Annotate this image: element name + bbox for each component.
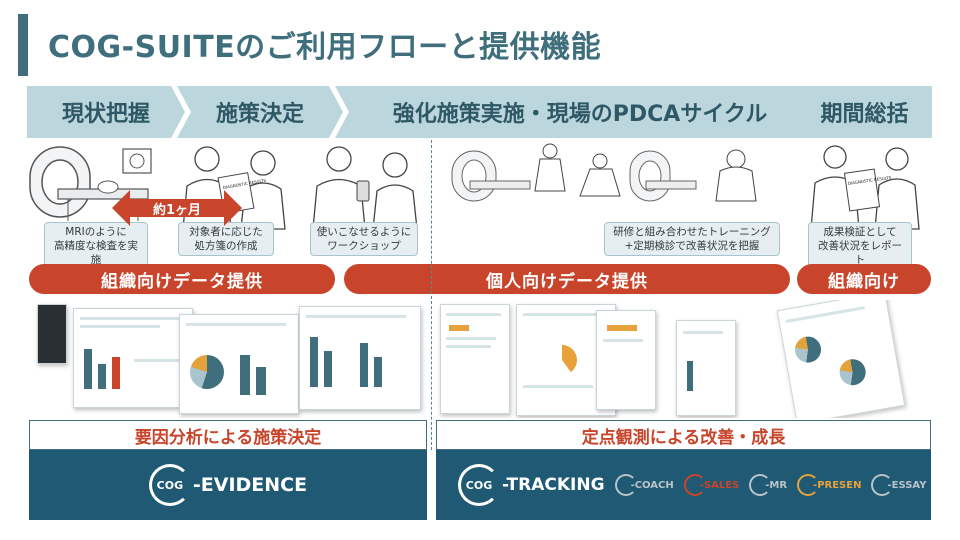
training-illustration xyxy=(440,141,780,231)
report-page-thumb xyxy=(776,300,906,418)
pill-personal-data: 個人向けデータ提供 xyxy=(344,264,790,294)
cog-coach-logo: -COACH xyxy=(614,474,674,496)
evidence-logo-text: -EVIDENCE xyxy=(192,474,308,496)
report-cover-thumb xyxy=(37,304,67,364)
section-divider xyxy=(431,140,432,450)
evidence-brand-band: COG -EVIDENCE xyxy=(29,450,427,520)
tracking-report-thumbnails xyxy=(436,300,931,418)
cog-coach-icon xyxy=(614,474,637,496)
tracking-brand-band: COG -TRACKING -COACH -SALES -MR -PRESEN … xyxy=(436,450,931,520)
report-illustration: DIAGNOSTIC RESULTS xyxy=(805,141,930,231)
workshop-illustration xyxy=(305,141,425,231)
duration-arrow: 約1ヶ月 xyxy=(112,190,242,226)
caption-workshop: 使いこなせるように ワークショップ xyxy=(310,222,418,256)
phase-flow: 現状把握 施策決定 強化施策実施・現場のPDCAサイクル 期間総括 xyxy=(27,86,932,138)
cog-presen-logo: -PRESEN xyxy=(797,474,861,496)
cog-mr-logo: -MR xyxy=(749,474,787,496)
page-title: COG-SUITEのご利用フローと提供機能 xyxy=(48,30,602,65)
report-page-thumb xyxy=(73,308,193,408)
cog-presen-icon xyxy=(797,474,820,496)
phase-summary: 期間総括 xyxy=(797,86,932,138)
cog-logo-icon: COG xyxy=(148,464,191,506)
duration-label: 約1ヶ月 xyxy=(152,202,202,218)
phase-policy-decision: 施策決定 xyxy=(177,86,343,138)
caption-target: 対象者に応じた 処方箋の作成 xyxy=(178,222,274,256)
report-page-thumb xyxy=(440,304,510,414)
cog-mr-icon xyxy=(749,474,772,496)
pill-org: 組織向け xyxy=(797,264,931,294)
mri-illustration xyxy=(28,141,158,231)
report-page-thumb xyxy=(596,310,656,410)
phase-current-state: 現状把握 xyxy=(27,86,185,138)
tracking-logo-text: -TRACKING xyxy=(502,475,605,495)
evidence-heading: 要因分析による施策決定 xyxy=(29,420,427,450)
pill-org-data: 組織向けデータ提供 xyxy=(29,264,335,294)
caption-mri: MRIのように 高精度な検査を実施 xyxy=(44,222,148,270)
report-page-thumb xyxy=(676,320,736,416)
cog-essay-logo: -ESSAY xyxy=(871,474,926,496)
cog-essay-icon xyxy=(871,474,894,496)
phase-pdca-cycle: 強化施策実施・現場のPDCAサイクル xyxy=(335,86,825,138)
evidence-report-thumbnails xyxy=(29,300,427,418)
report-page-thumb xyxy=(179,314,299,414)
caption-training: 研修と組み合わせたトレーニング +定期検診で改善状況を把握 xyxy=(604,222,780,256)
cog-sales-icon xyxy=(683,474,706,496)
cog-evidence-logo: COG -EVIDENCE xyxy=(148,464,308,506)
cog-sales-logo: -SALES xyxy=(683,474,739,496)
title-accent-bar xyxy=(18,14,28,76)
caption-report: 成果検証として 改善状況をレポート xyxy=(808,222,912,270)
report-page-thumb xyxy=(299,306,421,410)
tracking-heading: 定点観測による改善・成長 xyxy=(436,420,931,450)
cog-tracking-logo: COG -TRACKING xyxy=(458,464,605,506)
report-label: DIAGNOSTIC RESULTS xyxy=(848,175,893,186)
cog-logo-icon: COG xyxy=(458,464,500,506)
